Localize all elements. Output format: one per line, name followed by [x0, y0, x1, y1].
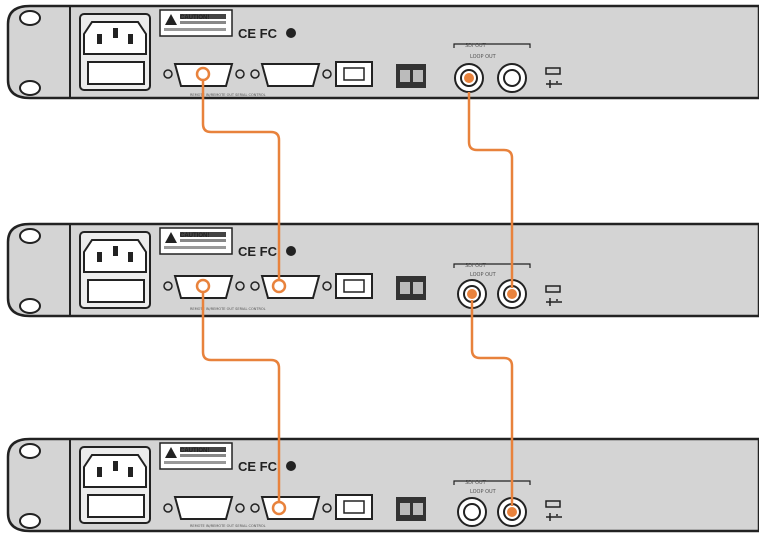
caution-title: CAUTION! — [180, 233, 209, 239]
rack-unit-3: CE FC REMOTE IN/REMOTE OUT SERIAL CONTRO… — [6, 437, 759, 533]
certification-marks: CE FC — [238, 244, 278, 259]
sdi-sub-label: LOOP OUT — [470, 54, 497, 60]
sdi-sub-label: LOOP OUT — [470, 489, 497, 495]
serial-port-caption: REMOTE IN/REMOTE OUT SERIAL CONTROL — [190, 307, 266, 311]
sdi-port-2 — [497, 63, 527, 93]
serial-cable-1-to-2 — [201, 80, 281, 280]
serial-port-in — [163, 63, 245, 87]
serial-port-in — [163, 496, 245, 520]
serial-port-caption: REMOTE IN/REMOTE OUT SERIAL CONTROL — [190, 524, 266, 528]
ethernet-port — [335, 61, 373, 87]
caution-title: CAUTION! — [180, 15, 209, 21]
serial-port-out — [250, 63, 332, 87]
ethernet-port — [335, 494, 373, 520]
sdi-port-1 — [457, 497, 487, 527]
sdi-group-label: SDI OUT — [465, 43, 487, 49]
sdi-group-label: SDI OUT — [465, 263, 487, 269]
caution-title: CAUTION! — [180, 448, 209, 454]
sdi-port-1 — [454, 63, 484, 93]
certification-marks: CE FC — [238, 26, 278, 41]
sdi-cable-1-to-2 — [467, 92, 514, 288]
sdi-port-2 — [497, 497, 527, 527]
serial-cable-2-to-3 — [201, 292, 281, 502]
ethernet-port — [335, 273, 373, 299]
sdi-sub-label: LOOP OUT — [470, 272, 497, 278]
serial-port-in — [163, 275, 245, 299]
serial-port-caption: REMOTE IN/REMOTE OUT SERIAL CONTROL — [190, 93, 266, 97]
sdi-port-1 — [457, 279, 487, 309]
certification-marks: CE FC — [238, 459, 278, 474]
rack-unit-1: CE FC REMOTE IN/REMOTE OUT SERIAL CONTRO… — [6, 4, 759, 100]
sdi-cable-2-to-3 — [470, 300, 514, 506]
sdi-group-label: SDI OUT — [465, 480, 487, 486]
rack-unit-2: CE FC REMOTE IN/REMOTE OUT SERIAL CONTRO… — [6, 222, 759, 318]
sdi-port-2 — [497, 279, 527, 309]
